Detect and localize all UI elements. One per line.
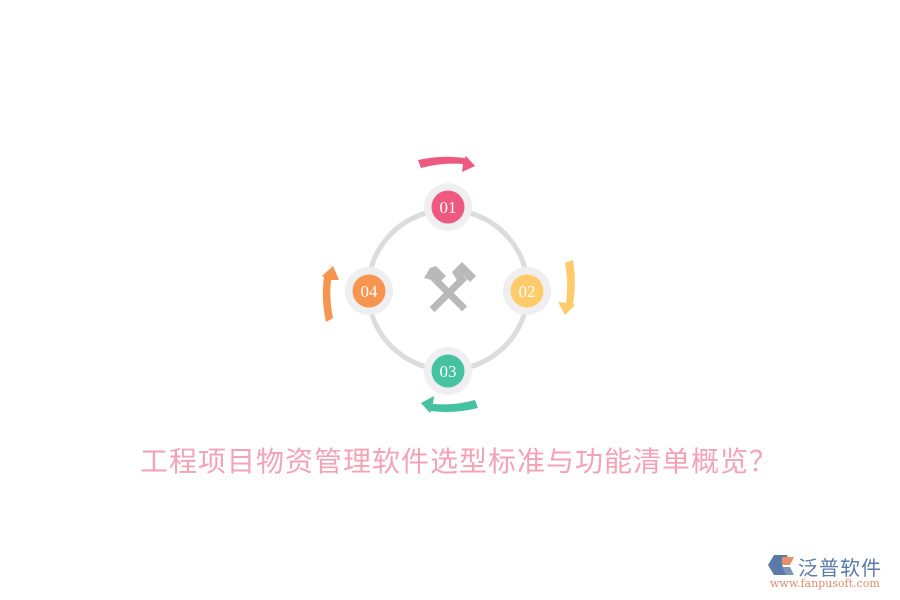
arrow-left-icon	[322, 266, 339, 322]
logo-url: www.fanpusoft.com	[770, 577, 880, 590]
fanpu-logo-icon	[768, 555, 794, 575]
arrow-right-icon	[558, 260, 575, 315]
arrow-bottom-icon	[421, 396, 478, 413]
page-title: 工程项目物资管理软件选型标准与功能清单概览？	[139, 445, 778, 478]
node-04: 04	[345, 267, 393, 315]
node-03: 03	[424, 347, 472, 395]
node-02: 02	[503, 267, 551, 315]
arrow-top-icon	[418, 156, 475, 172]
svg-text:01: 01	[440, 198, 457, 217]
crossed-hammers-icon	[424, 262, 476, 313]
logo-name: 泛普软件	[798, 556, 882, 580]
brand-logo: 泛普软件 www.fanpusoft.com	[768, 552, 898, 596]
node-01: 01	[424, 183, 472, 231]
svg-text:02: 02	[519, 282, 536, 301]
svg-text:03: 03	[440, 362, 457, 381]
svg-text:04: 04	[361, 282, 379, 301]
